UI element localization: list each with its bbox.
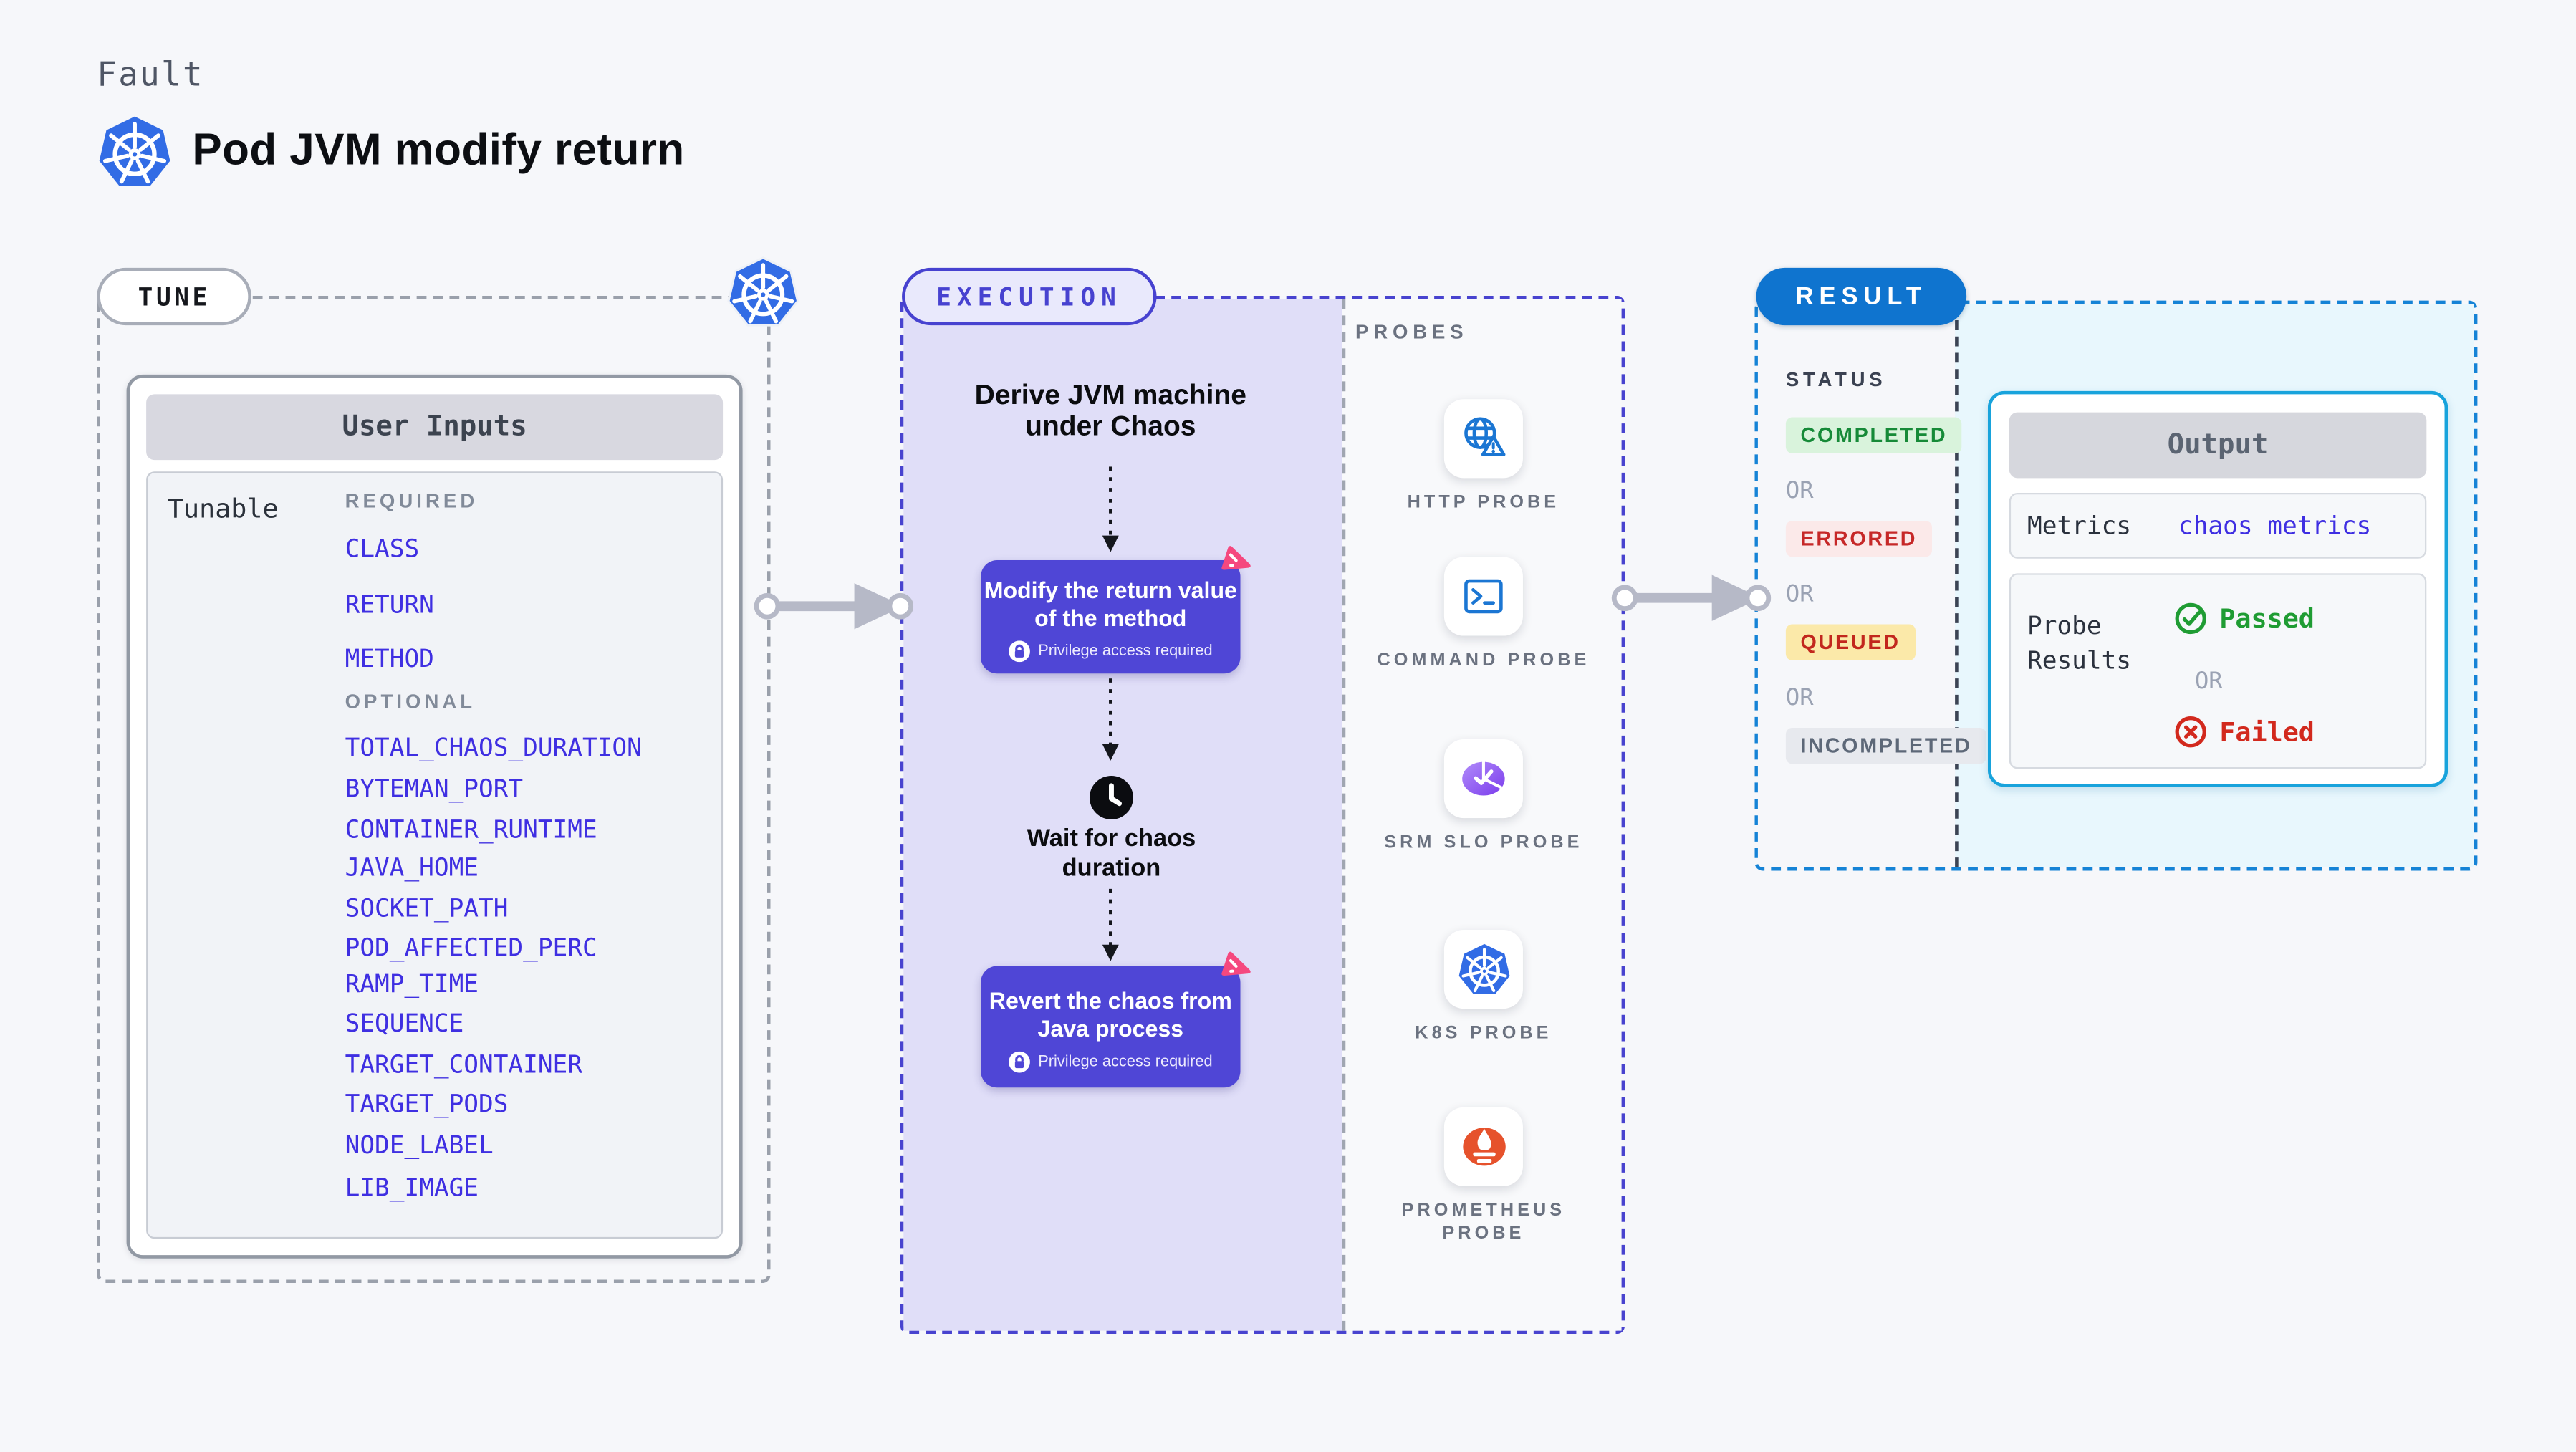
probe-results-label: Probe Results — [2027, 611, 2132, 675]
prometheus-probe-card — [1443, 1107, 1523, 1186]
tunable-link[interactable]: BYTEMAN_PORT — [345, 774, 524, 804]
tunable-link[interactable]: SEQUENCE — [345, 1009, 464, 1039]
probe-label: COMMAND PROBE — [1377, 650, 1590, 670]
page-title: Pod JVM modify return — [192, 125, 685, 175]
prometheus-probe-icon — [1462, 1128, 1505, 1166]
output-card-title: Output — [2009, 412, 2427, 479]
tunable-link[interactable]: SOCKET_PATH — [345, 893, 509, 923]
http-probe-card — [1443, 399, 1523, 479]
action-title: Revert the chaos from Java process — [989, 987, 1232, 1041]
tune-section-pill: TUNE — [97, 267, 252, 326]
probe-label: K8S PROBE — [1415, 1023, 1552, 1044]
probe-result-passed: Passed — [2173, 601, 2315, 635]
dotted-arrow-down-icon — [1102, 888, 1119, 961]
tunable-link[interactable]: TARGET_PODS — [345, 1089, 509, 1119]
lock-icon — [1008, 1051, 1030, 1073]
failed-label: Failed — [2219, 716, 2315, 748]
clock-icon — [1089, 775, 1133, 819]
execution-probes-divider — [1342, 299, 1346, 1331]
x-circle-icon — [2175, 716, 2206, 748]
tunable-link[interactable]: CLASS — [345, 534, 420, 564]
tunable-link[interactable]: NODE_LABEL — [345, 1130, 494, 1160]
execution-action-revert-chaos: Revert the chaos from Java process Privi… — [981, 966, 1241, 1088]
dotted-arrow-down-icon — [1102, 466, 1119, 552]
execution-step-derive: Derive JVM machine under Chaos — [974, 379, 1246, 442]
status-badge-incompleted: INCOMPLETED — [1785, 727, 1987, 764]
user-inputs-list: Tunable REQUIRED CLASS RETURN METHOD OPT… — [146, 471, 724, 1239]
fault-eyebrow-label: Fault — [97, 54, 204, 94]
privilege-note: Privilege access required — [1038, 642, 1213, 660]
tunable-link[interactable]: METHOD — [345, 644, 434, 674]
execution-action-modify-return: Modify the return value of the method Pr… — [981, 560, 1241, 674]
action-title: Modify the return value of the method — [984, 576, 1237, 630]
litmus-chaos-icon — [1221, 951, 1251, 976]
status-column-label: STATUS — [1785, 367, 1887, 391]
passed-label: Passed — [2219, 602, 2315, 635]
tunable-link[interactable]: JAVA_HOME — [345, 852, 479, 883]
lock-icon — [1008, 640, 1030, 663]
probe-results-row: Probe Results Passed OR Failed — [2009, 573, 2427, 769]
flow-arrow-tune-to-execution — [754, 583, 914, 630]
execution-step-wait: Wait for chaos duration — [1027, 824, 1196, 883]
user-inputs-card-title: User Inputs — [146, 394, 724, 461]
litmus-chaos-icon — [1221, 546, 1251, 570]
or-separator: OR — [2194, 668, 2223, 696]
probe-result-failed: Failed — [2173, 715, 2315, 749]
kubernetes-icon — [99, 116, 170, 186]
probe-label: PROMETHEUS PROBE — [1401, 1201, 1566, 1244]
kubernetes-icon — [727, 256, 799, 327]
or-separator: OR — [1785, 685, 1814, 712]
status-badge-queued: QUEUED — [1785, 624, 1916, 660]
status-badge-completed: COMPLETED — [1785, 417, 1962, 453]
output-card: Output Metrics chaos metrics Probe Resul… — [1987, 390, 2448, 787]
result-section-pill: RESULT — [1756, 267, 1966, 326]
tunable-link[interactable]: POD_AFFECTED_PERC — [345, 933, 597, 963]
flow-arrow-execution-to-result — [1611, 574, 1772, 621]
probes-section-label: PROBES — [1355, 320, 1469, 344]
probe-label: HTTP PROBE — [1407, 493, 1560, 513]
metrics-value-link[interactable]: chaos metrics — [2178, 511, 2372, 541]
probe-label: SRM SLO PROBE — [1384, 832, 1583, 853]
tunable-link[interactable]: LIB_IMAGE — [345, 1173, 479, 1203]
metrics-row: Metrics chaos metrics — [2009, 493, 2427, 559]
tunable-link[interactable]: TOTAL_CHAOS_DURATION — [345, 732, 642, 763]
dotted-arrow-down-icon — [1102, 678, 1119, 761]
http-probe-icon — [1464, 417, 1506, 456]
srm-slo-probe-card — [1443, 739, 1523, 819]
srm-slo-probe-icon — [1462, 761, 1505, 796]
check-circle-icon — [2175, 602, 2206, 635]
or-separator: OR — [1785, 581, 1814, 608]
tunable-link[interactable]: TARGET_CONTAINER — [345, 1049, 582, 1080]
privilege-note: Privilege access required — [1038, 1053, 1213, 1072]
or-separator: OR — [1785, 478, 1814, 505]
kubernetes-probe-card — [1443, 930, 1523, 1009]
user-inputs-card: User Inputs Tunable REQUIRED CLASS RETUR… — [126, 374, 743, 1259]
kubernetes-probe-icon — [1458, 943, 1509, 993]
command-probe-icon — [1464, 579, 1503, 614]
tunable-link[interactable]: RAMP_TIME — [345, 969, 479, 999]
result-status-divider — [1955, 304, 1959, 867]
metrics-label: Metrics — [2027, 511, 2132, 541]
command-probe-card — [1443, 557, 1523, 636]
execution-section-pill: EXECUTION — [902, 267, 1157, 326]
status-badge-errored: ERRORED — [1785, 520, 1932, 557]
optional-group-label: OPTIONAL — [345, 690, 476, 713]
tunable-link[interactable]: CONTAINER_RUNTIME — [345, 814, 597, 845]
tunable-link[interactable]: RETURN — [345, 590, 434, 620]
tune-section-box — [97, 295, 771, 1284]
required-group-label: REQUIRED — [345, 489, 479, 513]
tunable-row-label: Tunable — [167, 493, 279, 524]
